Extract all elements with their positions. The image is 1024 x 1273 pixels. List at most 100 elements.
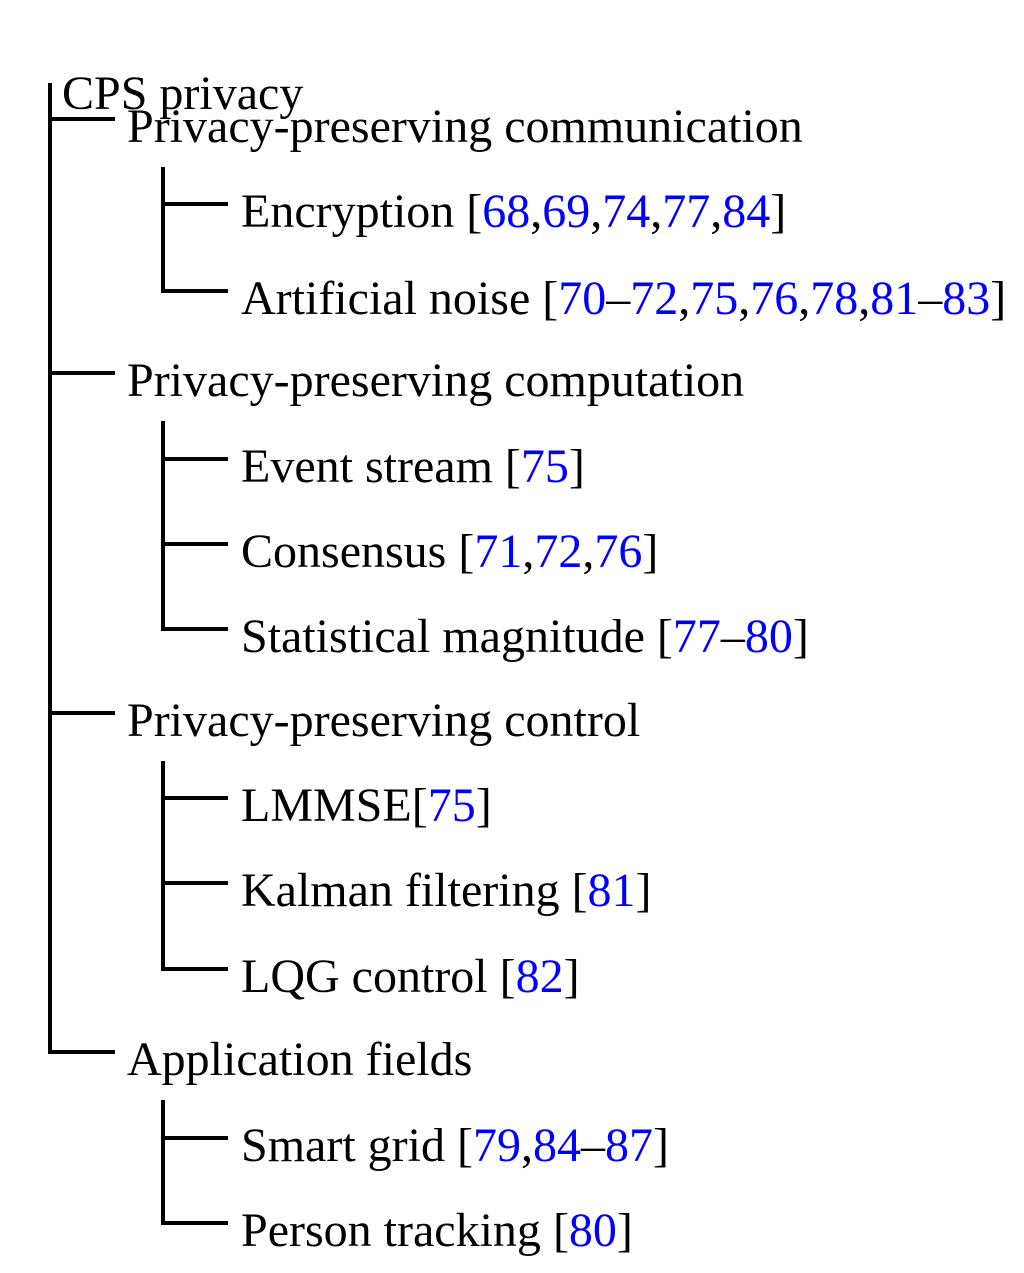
node-label: Statistical magnitude [241,610,657,663]
tree-node-statistical-magnitude: Statistical magnitude [77–80] [241,609,809,665]
citation-number[interactable]: 74 [602,185,651,238]
citation-number[interactable]: 81 [587,864,636,917]
citation-punctuation: [ [542,272,559,325]
citation-number[interactable]: 83 [942,272,991,325]
branch-line-artificial-noise [163,289,228,293]
citation-punctuation: [ [456,1119,473,1172]
citation-punctuation: , [710,185,723,238]
citation-number[interactable]: 77 [672,610,721,663]
node-label: Consensus [241,525,459,578]
citation-punctuation: [ [571,864,588,917]
citation-number[interactable]: 72 [534,525,583,578]
citation-number[interactable]: 70 [558,272,607,325]
citation-number[interactable]: 72 [630,272,679,325]
citation-punctuation: ] [635,864,652,917]
citation-number[interactable]: 82 [515,950,564,1003]
citation-punctuation: ] [990,272,1007,325]
citation-number[interactable]: 79 [472,1119,521,1172]
branch-line-person-tracking [163,1221,228,1225]
tree-node-lmmse: LMMSE[75] [241,778,492,834]
branch-line-lmmse [163,796,228,800]
tree-node-privacy-preserving-communication: Privacy-preserving communication [127,99,803,155]
branch-line-smart-grid [163,1136,228,1140]
citation-number[interactable]: 75 [427,779,476,832]
citation-number[interactable]: 68 [482,185,531,238]
citation-punctuation: ] [792,610,809,663]
node-label: Kalman filtering [241,864,572,917]
branch-line-application-fields [50,1050,115,1054]
citation-punctuation: [ [552,1204,569,1257]
citation-punctuation: ] [568,440,585,493]
branch-line-consensus [163,542,228,546]
branch-line-kalman-filtering [163,881,228,885]
citation-punctuation: ] [563,950,580,1003]
citation-number[interactable]: 75 [690,272,739,325]
citation-punctuation: [ [411,779,428,832]
citation-number[interactable]: 69 [542,185,591,238]
citation-punctuation: , [530,185,543,238]
citation-punctuation: , [798,272,811,325]
citation-punctuation: ] [475,779,492,832]
citation-punctuation: [ [499,950,516,1003]
citation-punctuation: [ [504,440,521,493]
citation-punctuation: , [650,185,663,238]
node-label: Encryption [241,185,467,238]
citation-punctuation: – [918,272,943,325]
node-label: Privacy-preserving communication [127,100,803,153]
citation-number[interactable]: 77 [662,185,711,238]
branch-line-lqg-control [163,967,228,971]
citation-punctuation: , [738,272,751,325]
citation-punctuation: ] [770,185,787,238]
citation-number[interactable]: 80 [568,1204,617,1257]
citation-punctuation: – [580,1119,605,1172]
citation-punctuation: [ [458,525,475,578]
branch-line-privacy-preserving-computation [50,371,115,375]
group-line-privacy-preserving-control [161,761,165,971]
trunk-line [48,83,52,1054]
tree-node-event-stream: Event stream [75] [241,439,585,495]
citation-punctuation: , [858,272,871,325]
tree-node-smart-grid: Smart grid [79,84–87] [241,1118,669,1174]
branch-line-privacy-preserving-control [50,711,115,715]
citation-number[interactable]: 84 [532,1119,581,1172]
node-label: Artificial noise [241,272,543,325]
tree-node-application-fields: Application fields [127,1032,472,1088]
citation-number[interactable]: 80 [744,610,793,663]
citation-punctuation: , [520,1119,533,1172]
citation-number[interactable]: 71 [474,525,523,578]
node-label: Privacy-preserving computation [127,354,745,407]
tree-node-consensus: Consensus [71,72,76] [241,524,658,580]
citation-punctuation: , [522,525,535,578]
node-label: LMMSE [241,779,412,832]
citation-punctuation: ] [616,1204,633,1257]
citation-number[interactable]: 81 [870,272,919,325]
node-label: Smart grid [241,1119,457,1172]
citation-punctuation: – [720,610,745,663]
tree-node-person-tracking: Person tracking [80] [241,1203,633,1259]
node-label: LQG control [241,950,500,1003]
group-line-privacy-preserving-communication [161,167,165,293]
node-label: Person tracking [241,1204,553,1257]
citation-number[interactable]: 87 [604,1119,653,1172]
group-line-application-fields [161,1100,165,1225]
citation-punctuation: , [678,272,691,325]
citation-punctuation: – [606,272,631,325]
node-label: Event stream [241,440,505,493]
tree-node-privacy-preserving-control: Privacy-preserving control [127,693,640,749]
citation-number[interactable]: 75 [520,440,569,493]
branch-line-privacy-preserving-communication [50,117,115,121]
citation-number[interactable]: 76 [750,272,799,325]
citation-punctuation: ] [642,525,659,578]
citation-punctuation: , [590,185,603,238]
branch-line-encryption [163,202,228,206]
citation-number[interactable]: 84 [722,185,771,238]
tree-node-encryption: Encryption [68,69,74,77,84] [241,184,786,240]
citation-number[interactable]: 78 [810,272,859,325]
citation-punctuation: [ [656,610,673,663]
citation-number[interactable]: 76 [594,525,643,578]
citation-punctuation: [ [466,185,483,238]
tree-node-kalman-filtering: Kalman filtering [81] [241,863,652,919]
citation-punctuation: , [582,525,595,578]
tree-root-node: CPS privacy [14,10,303,120]
